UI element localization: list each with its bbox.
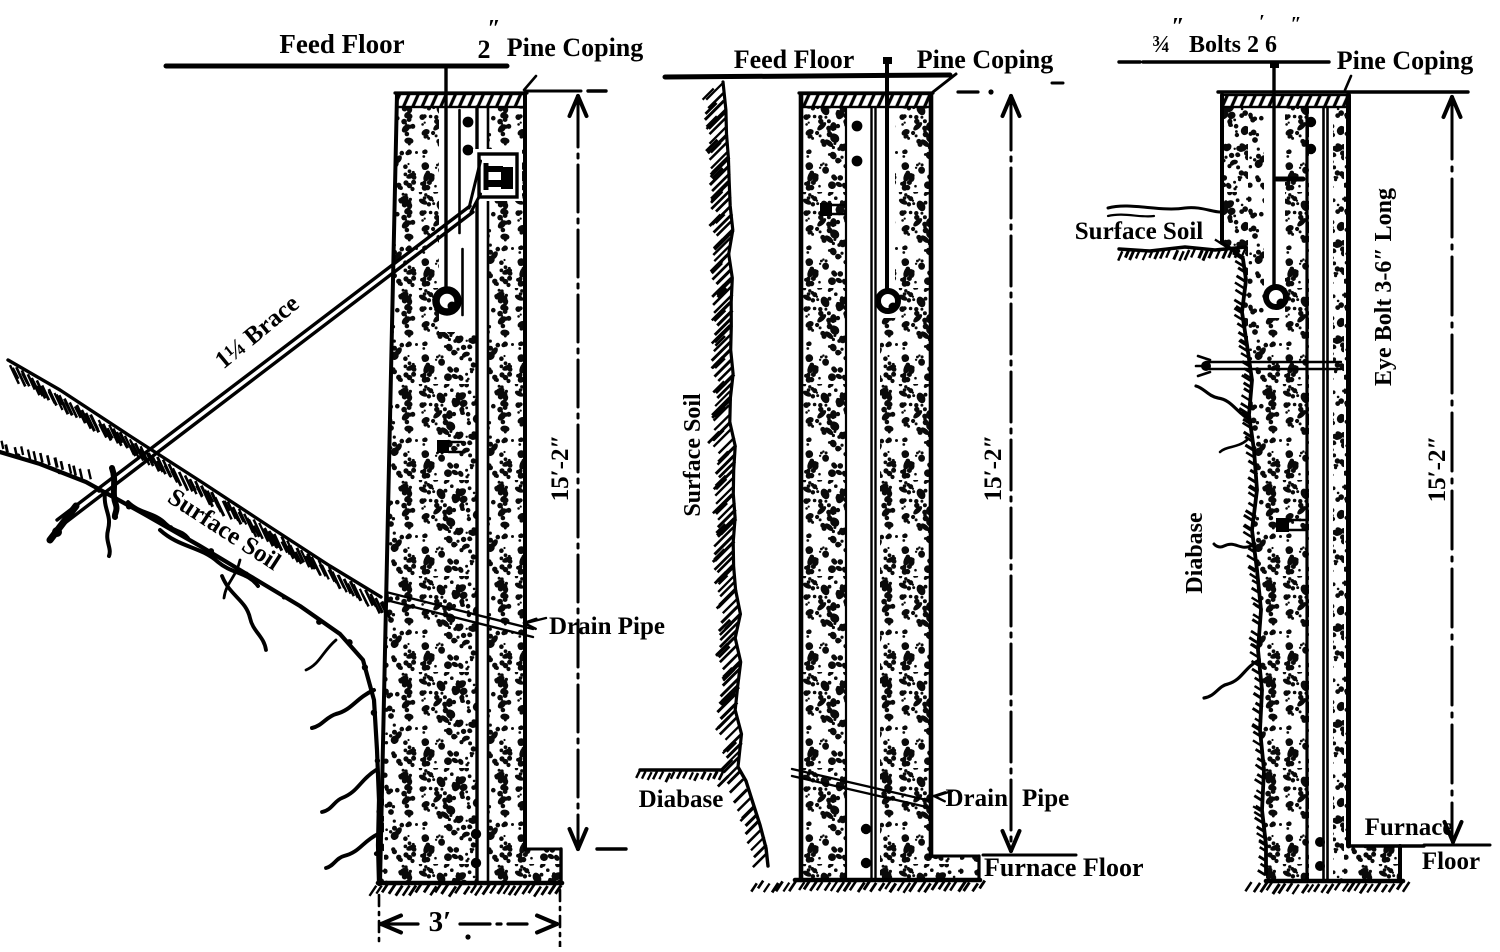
svg-text:″: ″ xyxy=(487,16,500,42)
svg-text:″: ″ xyxy=(1290,13,1301,35)
svg-text:Bolts 2 6: Bolts 2 6 xyxy=(1189,32,1277,58)
svg-text:15′-2″: 15′-2″ xyxy=(547,435,574,502)
svg-text:Drain Pipe: Drain Pipe xyxy=(549,613,665,640)
svg-text:Surface Soil: Surface Soil xyxy=(1075,218,1204,245)
svg-text:Drain: Drain xyxy=(946,785,1009,812)
svg-text:Floor: Floor xyxy=(1422,848,1480,875)
svg-text:3′: 3′ xyxy=(429,906,452,938)
svg-text:Diabase: Diabase xyxy=(639,786,724,813)
svg-text:Furnace: Furnace xyxy=(1365,814,1454,841)
svg-text:2: 2 xyxy=(478,35,491,64)
svg-text:Feed Floor: Feed Floor xyxy=(279,29,404,59)
svg-text:″: ″ xyxy=(1171,14,1184,40)
svg-text:Pine Coping: Pine Coping xyxy=(507,33,644,62)
svg-text:Surface Soil: Surface Soil xyxy=(680,393,706,517)
svg-text:Furnace Floor: Furnace Floor xyxy=(984,853,1144,882)
svg-text:Pipe: Pipe xyxy=(1022,785,1069,812)
svg-text:15′-2″: 15′-2″ xyxy=(980,435,1007,502)
svg-text:Pine Coping: Pine Coping xyxy=(917,45,1054,74)
svg-text:Eye Bolt 3-6″ Long: Eye Bolt 3-6″ Long xyxy=(1371,188,1397,386)
svg-text:15′-2″: 15′-2″ xyxy=(1424,436,1451,503)
svg-text:′: ′ xyxy=(1259,11,1265,33)
svg-text:Pine Coping: Pine Coping xyxy=(1337,46,1474,75)
svg-text:Diabase: Diabase xyxy=(1182,512,1208,594)
svg-text:¾: ¾ xyxy=(1152,32,1170,58)
svg-text:Feed Floor: Feed Floor xyxy=(734,45,855,74)
